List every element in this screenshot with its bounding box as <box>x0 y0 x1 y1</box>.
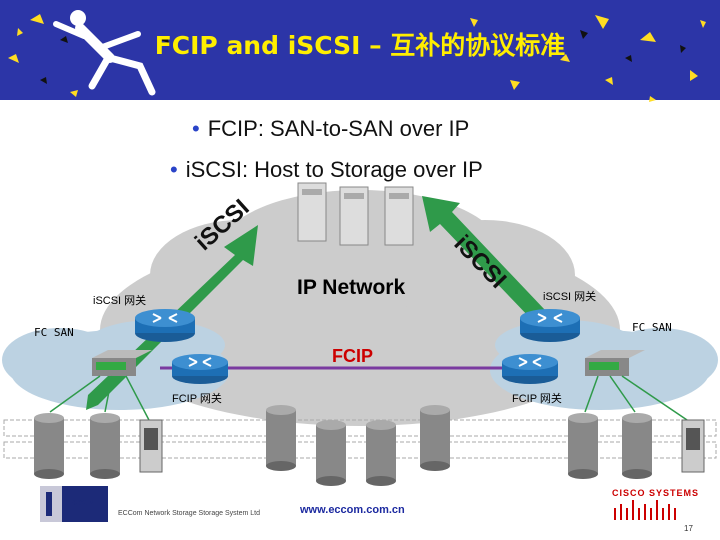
bullet-dot: • <box>170 157 178 182</box>
storage-disk-icon <box>316 420 346 486</box>
tape-library-icon <box>681 419 705 473</box>
confetti-decoration <box>8 14 706 102</box>
tape-library-icon <box>139 419 163 473</box>
router-icon <box>172 354 228 384</box>
iscsi-gateway-right-label: iSCSI 网关 <box>543 291 597 303</box>
bullet-dot: • <box>192 116 200 141</box>
fc-san-right-label: FC SAN <box>632 321 672 334</box>
iscsi-right-arrow <box>422 196 545 320</box>
storage-disk-icon <box>366 420 396 486</box>
bullet-fcip: • FCIP: SAN-to-SAN over IP <box>192 116 469 142</box>
iscsi-gateway-left-label: iSCSI 网关 <box>93 295 147 307</box>
fc-switch-icon <box>92 350 152 376</box>
server-icon <box>339 186 369 246</box>
bullet-iscsi: • iSCSI: Host to Storage over IP <box>170 157 483 183</box>
footer-company: ECCom Network Storage Storage System Ltd <box>118 510 261 517</box>
bullet-text: FCIP: SAN-to-SAN over IP <box>207 116 470 141</box>
storage-disk-icon <box>622 413 652 479</box>
fc-switch-icon <box>585 350 645 376</box>
backplane-rails <box>3 419 717 459</box>
storage-disk-icon <box>90 413 120 479</box>
page-number: 17 <box>684 524 693 533</box>
cisco-bridge-logo <box>614 500 676 520</box>
san-links <box>49 375 691 423</box>
page-title: FCIP and iSCSI – 互补的协议标准 <box>154 31 566 60</box>
storage-disk-icon <box>34 413 64 479</box>
server-icon <box>297 182 327 242</box>
bullet-text: iSCSI: Host to Storage over IP <box>185 157 483 182</box>
router-icon <box>502 354 558 384</box>
router-icon <box>520 309 580 342</box>
eccom-logo <box>40 486 108 522</box>
website-link[interactable]: www.eccom.com.cn <box>300 504 405 516</box>
fc-san-left-label: FC SAN <box>34 326 74 339</box>
fcip-gateway-right-label: FCIP 网关 <box>512 393 562 405</box>
storage-disk-icon <box>420 405 450 471</box>
storage-disk-icon <box>266 405 296 471</box>
eccom-logo-text: ECCOM <box>68 500 95 507</box>
dancing-figure-icon <box>53 10 156 96</box>
storage-disk-icon <box>568 413 598 479</box>
cisco-brand: CISCO SYSTEMS <box>612 488 700 498</box>
server-icon <box>384 186 414 246</box>
fcip-gateway-left-label: FCIP 网关 <box>172 393 222 405</box>
fcip-label: FCIP <box>332 346 374 366</box>
ip-network-cloud <box>100 190 620 426</box>
ip-network-label: IP Network <box>297 276 406 299</box>
router-icon <box>135 309 195 342</box>
